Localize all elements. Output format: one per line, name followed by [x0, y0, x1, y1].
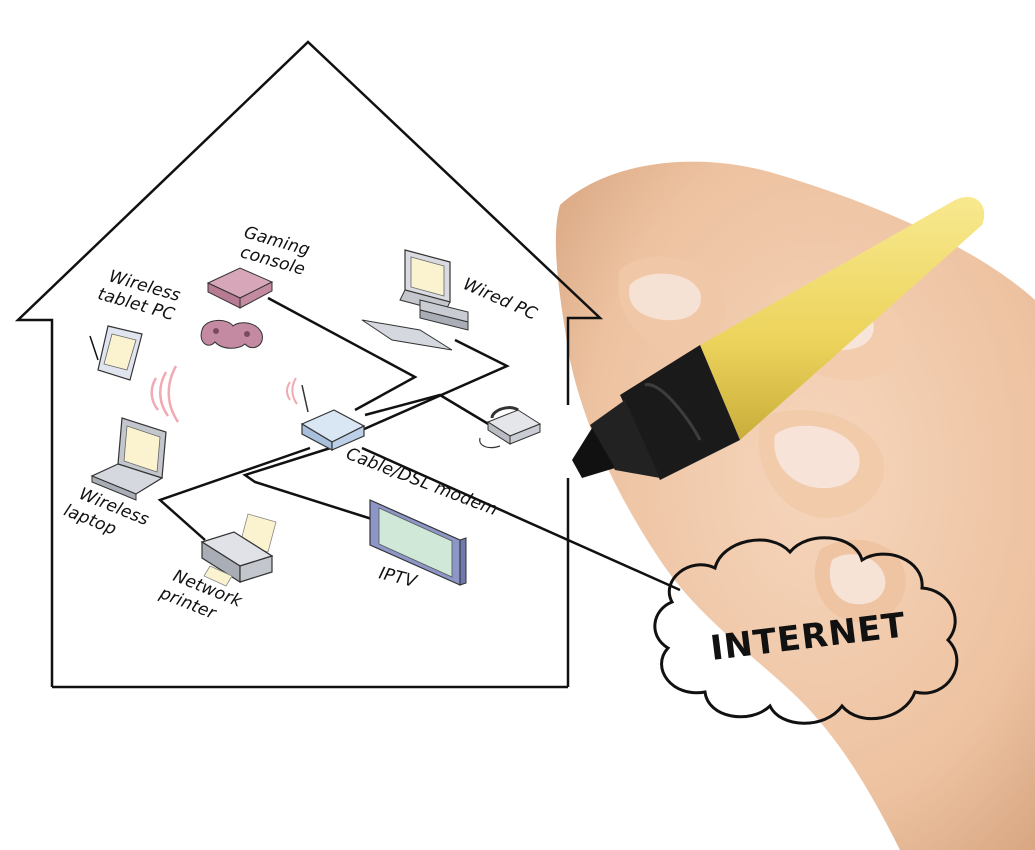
iptv-label: IPTV — [377, 563, 420, 592]
tv-icon — [369, 499, 467, 586]
tablet-icon — [89, 325, 143, 381]
modem-label: Cable/DSL modem — [343, 444, 500, 520]
wifi-waves-modem — [286, 377, 298, 405]
network-cables — [157, 296, 681, 592]
wireless-tablet-label: Wireless tablet PC — [95, 265, 188, 327]
gaming-console-icon — [206, 267, 274, 309]
wifi-waves-tablet — [150, 365, 180, 423]
modem-icon — [300, 384, 366, 451]
wired-pc-label: Wired PC — [460, 274, 540, 324]
laptop-icon — [90, 417, 167, 501]
printer-icon — [200, 513, 277, 587]
hand-icon — [555, 161, 1035, 850]
wireless-laptop-label: Wireless laptop — [61, 481, 157, 552]
telephone-icon — [479, 406, 542, 449]
marker-icon — [572, 196, 985, 480]
house-outline — [14, 40, 604, 687]
gamepad-icon — [200, 320, 263, 349]
desktop-pc-icon — [361, 249, 469, 351]
